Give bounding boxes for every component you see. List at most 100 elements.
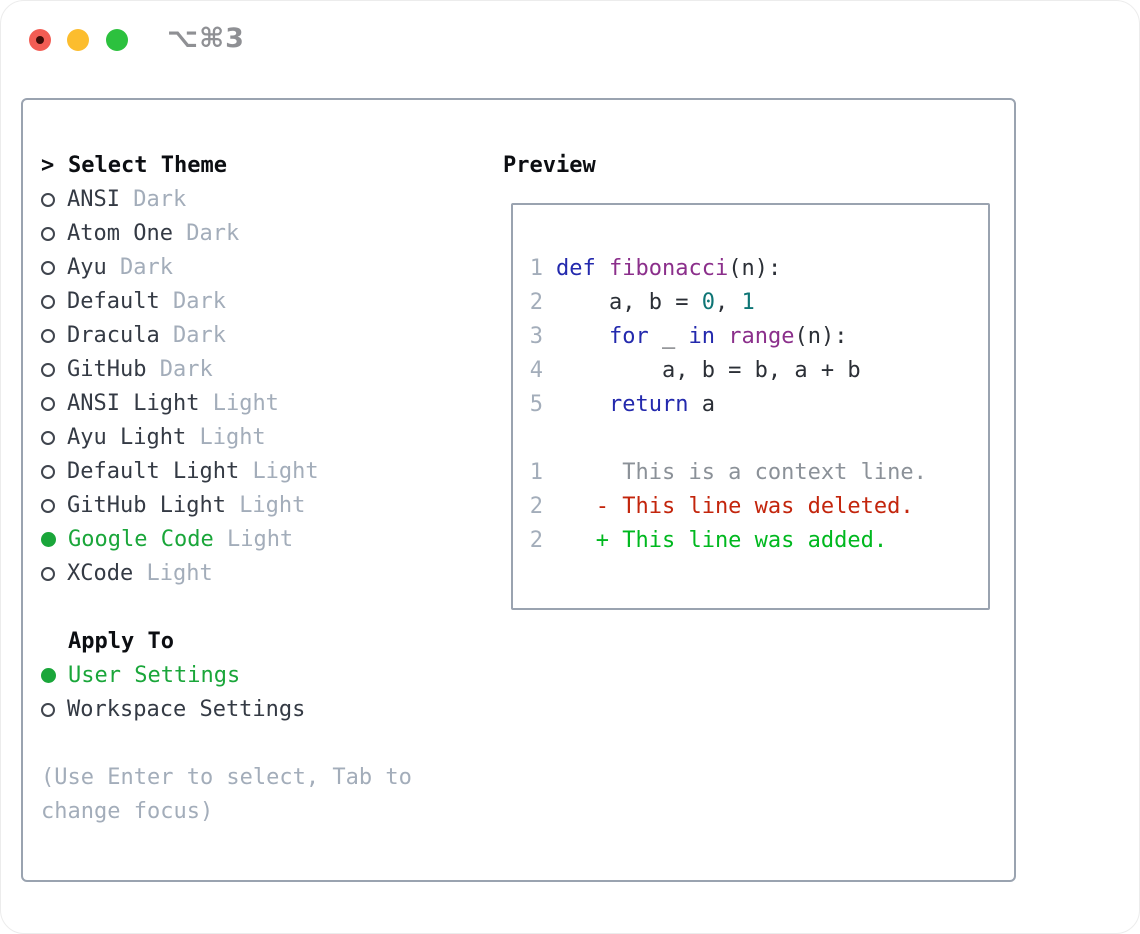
window-title: ⌥⌘3 xyxy=(167,23,245,54)
line-number: 2 xyxy=(529,528,543,553)
option-label: Default xyxy=(67,289,173,314)
option-label: Atom One xyxy=(67,221,187,246)
line-number: 5 xyxy=(529,392,543,417)
radio-icon xyxy=(41,397,55,411)
theme-variant: Light xyxy=(146,561,213,586)
diff-line-deleted: 2 - This line was deleted. xyxy=(529,490,988,524)
line-number: 1 xyxy=(529,256,543,281)
minimize-button[interactable] xyxy=(67,29,89,51)
line-number: 1 xyxy=(529,460,543,485)
blank-line xyxy=(529,422,988,456)
radio-icon xyxy=(41,329,55,343)
code-token: range xyxy=(728,324,795,349)
zoom-button[interactable] xyxy=(106,29,128,51)
theme-variant: Light xyxy=(212,391,279,416)
theme-option-dracula[interactable]: Dracula Dark xyxy=(41,319,481,353)
radio-selected-icon xyxy=(41,532,56,547)
code-line: 4 a, b = b, a + b xyxy=(529,354,988,388)
code-token: in xyxy=(688,324,715,349)
diff-text: This is a context line. xyxy=(556,460,927,485)
theme-option-default-light[interactable]: Default Light Light xyxy=(41,455,481,489)
radio-icon xyxy=(41,193,55,207)
option-label: GitHub xyxy=(67,357,160,382)
theme-option-ansi-light[interactable]: ANSI Light Light xyxy=(41,387,481,421)
radio-icon xyxy=(41,499,55,513)
theme-variant: Light xyxy=(199,425,266,450)
option-label: Dracula xyxy=(67,323,173,348)
titlebar: ⌥⌘3 xyxy=(1,1,1139,76)
radio-selected-icon xyxy=(41,668,56,683)
theme-option-xcode[interactable]: XCode Light xyxy=(41,557,481,591)
theme-variant: Dark xyxy=(133,187,187,212)
theme-variant: Dark xyxy=(186,221,240,246)
theme-option-ayu-light[interactable]: Ayu Light Light xyxy=(41,421,481,455)
option-label: Ayu xyxy=(67,255,120,280)
option-label: XCode xyxy=(67,561,147,586)
code-line: 5 return a xyxy=(529,388,988,422)
close-button[interactable] xyxy=(29,29,51,51)
help-text: (Use Enter to select, Tab to change focu… xyxy=(41,765,412,824)
theme-option-ayu[interactable]: Ayu Dark xyxy=(41,251,481,285)
code-line: 2 a, b = 0, 1 xyxy=(529,286,988,320)
theme-variant: Dark xyxy=(172,323,226,348)
line-number: 3 xyxy=(529,324,543,349)
theme-list-header: >Select Theme xyxy=(41,149,481,183)
code-token: for xyxy=(608,324,649,349)
code-token: _ xyxy=(648,324,689,349)
theme-variant: Dark xyxy=(159,357,213,382)
apply-option-user-settings[interactable]: User Settings xyxy=(41,659,481,693)
code-token: a, b = b, a + b xyxy=(556,358,861,383)
code-token: fibonacci xyxy=(609,256,729,281)
radio-icon xyxy=(41,465,55,479)
theme-variant: Light xyxy=(239,493,306,518)
code-token: (n): xyxy=(794,324,848,349)
option-label: User Settings xyxy=(68,663,241,688)
code-token xyxy=(596,256,609,281)
diff-line-added: 2 + This line was added. xyxy=(529,524,988,558)
option-label: Workspace Settings xyxy=(67,697,306,722)
radio-icon xyxy=(41,295,55,309)
theme-option-google-code[interactable]: Google Code Light xyxy=(41,523,481,557)
diff-line-context: 1 This is a context line. xyxy=(529,456,988,490)
spacer xyxy=(41,591,481,625)
code-token: 1 xyxy=(741,290,755,315)
code-token xyxy=(556,324,609,349)
radio-icon xyxy=(41,363,55,377)
radio-icon xyxy=(41,567,55,581)
code-token: a xyxy=(688,392,715,417)
code-token: 0 xyxy=(701,290,715,315)
theme-variant: Light xyxy=(226,527,294,552)
radio-icon xyxy=(41,261,55,275)
line-number: 2 xyxy=(529,290,543,315)
code-token: , xyxy=(714,290,742,315)
code-token: a, b = xyxy=(556,290,702,315)
option-label: GitHub Light xyxy=(67,493,240,518)
theme-option-github-light[interactable]: GitHub Light Light xyxy=(41,489,481,523)
theme-option-github[interactable]: GitHub Dark xyxy=(41,353,481,387)
line-number: 2 xyxy=(529,494,543,519)
theme-option-default[interactable]: Default Dark xyxy=(41,285,481,319)
theme-option-atom-one[interactable]: Atom One Dark xyxy=(41,217,481,251)
option-label: ANSI xyxy=(67,187,134,212)
theme-list-title: Select Theme xyxy=(68,153,227,178)
option-label: ANSI Light xyxy=(67,391,213,416)
spacer xyxy=(41,727,481,761)
apply-option-workspace-settings[interactable]: Workspace Settings xyxy=(41,693,481,727)
preview-header: Preview xyxy=(503,153,596,178)
option-label: Google Code xyxy=(68,527,227,552)
option-label: Ayu Light xyxy=(67,425,200,450)
theme-option-ansi[interactable]: ANSI Dark xyxy=(41,183,481,217)
diff-text: - This line was deleted. xyxy=(556,494,914,519)
theme-variant: Light xyxy=(252,459,319,484)
diff-text: + This line was added. xyxy=(556,528,888,553)
code-token xyxy=(715,324,728,349)
code-line: 3 for _ in range(n): xyxy=(529,320,988,354)
code-token xyxy=(556,392,609,417)
